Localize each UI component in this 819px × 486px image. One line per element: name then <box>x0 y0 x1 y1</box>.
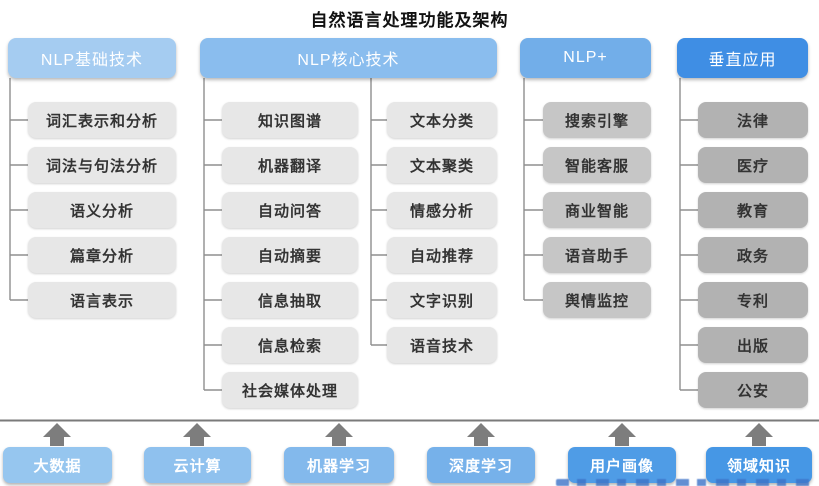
tech-node: 自动摘要 <box>222 237 358 273</box>
tech-node: 词法与句法分析 <box>28 147 176 183</box>
foundation-node: 领域知识 <box>706 447 812 483</box>
tech-node: 词汇表示和分析 <box>28 102 176 138</box>
up-arrow-icon <box>43 423 71 446</box>
tech-node: 社会媒体处理 <box>222 372 358 408</box>
column-header-vertical-app: 垂直应用 <box>677 38 808 78</box>
up-arrow-icon <box>467 423 495 446</box>
tech-node: 语义分析 <box>28 192 176 228</box>
tech-node: 文本聚类 <box>387 147 497 183</box>
foundation-node: 深度学习 <box>427 447 535 483</box>
up-arrow-icon <box>325 423 353 446</box>
application-node: 舆情监控 <box>543 282 651 318</box>
application-node: 商业智能 <box>543 192 651 228</box>
tech-node: 语音技术 <box>387 327 497 363</box>
application-node: 智能客服 <box>543 147 651 183</box>
tech-node: 自动推荐 <box>387 237 497 273</box>
up-arrow-icon <box>745 423 773 446</box>
foundation-node: 机器学习 <box>284 447 394 483</box>
tech-node: 篇章分析 <box>28 237 176 273</box>
up-arrows <box>43 423 773 446</box>
tech-node: 文本分类 <box>387 102 497 138</box>
tech-node: 语言表示 <box>28 282 176 318</box>
foundation-node: 用户画像 <box>568 447 676 483</box>
industry-node: 公安 <box>698 372 808 408</box>
tech-node: 信息抽取 <box>222 282 358 318</box>
up-arrow-icon <box>608 423 636 446</box>
watermark-fragment <box>556 479 816 486</box>
industry-node: 教育 <box>698 192 808 228</box>
diagram-title: 自然语言处理功能及架构 <box>310 11 509 30</box>
foundation-node: 大数据 <box>3 447 112 483</box>
column-header-nlp-basic: NLP基础技术 <box>8 38 176 78</box>
industry-node: 专利 <box>698 282 808 318</box>
foundation-node: 云计算 <box>144 447 251 483</box>
industry-node: 出版 <box>698 327 808 363</box>
tech-node: 文字识别 <box>387 282 497 318</box>
industry-node: 医疗 <box>698 147 808 183</box>
tech-node: 自动问答 <box>222 192 358 228</box>
application-node: 搜索引擎 <box>543 102 651 138</box>
tech-node: 信息检索 <box>222 327 358 363</box>
tech-node: 机器翻译 <box>222 147 358 183</box>
tech-node: 知识图谱 <box>222 102 358 138</box>
up-arrow-icon <box>183 423 211 446</box>
application-node: 语音助手 <box>543 237 651 273</box>
column-header-nlp-core: NLP核心技术 <box>200 38 497 78</box>
column-header-nlp-plus: NLP+ <box>520 38 651 78</box>
tech-node: 情感分析 <box>387 192 497 228</box>
industry-node: 政务 <box>698 237 808 273</box>
industry-node: 法律 <box>698 102 808 138</box>
